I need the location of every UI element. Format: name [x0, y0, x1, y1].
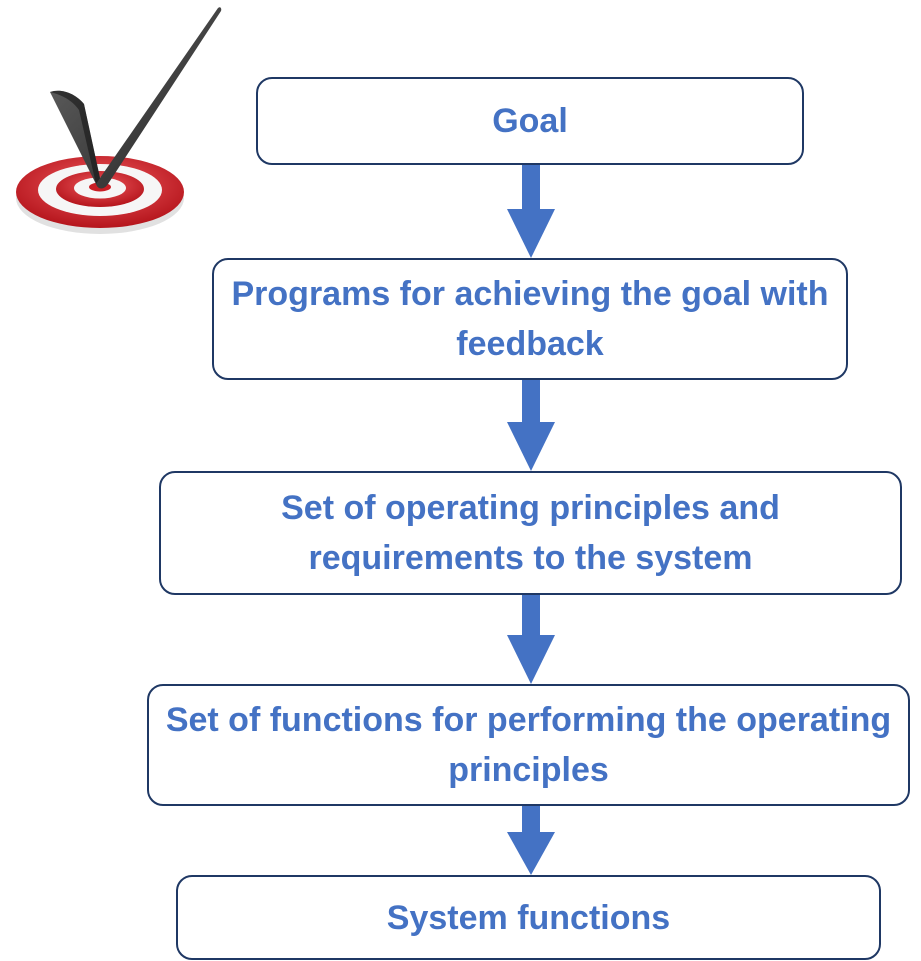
arrow-programs-to-principles [507, 380, 555, 471]
checkmark-icon [50, 7, 222, 189]
operating-principles-box: Set of operating principles and requirem… [159, 471, 902, 595]
system-functions-label: System functions [386, 898, 671, 937]
goal-box: Goal [256, 77, 804, 165]
programs-label: Programs for achieving the goal with fee… [231, 275, 829, 363]
goal-label: Goal [492, 102, 568, 140]
programs-box: Programs for achieving the goal with fee… [212, 258, 848, 380]
target-icon [16, 156, 184, 234]
functions-set-box: Set of functions for performing the oper… [147, 684, 910, 806]
operating-principles-label: Set of operating principles and requirem… [281, 489, 780, 577]
system-functions-box: System functions [176, 875, 881, 960]
arrow-principles-to-functions-set [507, 595, 555, 684]
functions-set-label: Set of functions for performing the oper… [165, 701, 892, 789]
arrow-goal-to-programs [507, 165, 555, 258]
arrow-functions-set-to-system-functions [507, 806, 555, 875]
